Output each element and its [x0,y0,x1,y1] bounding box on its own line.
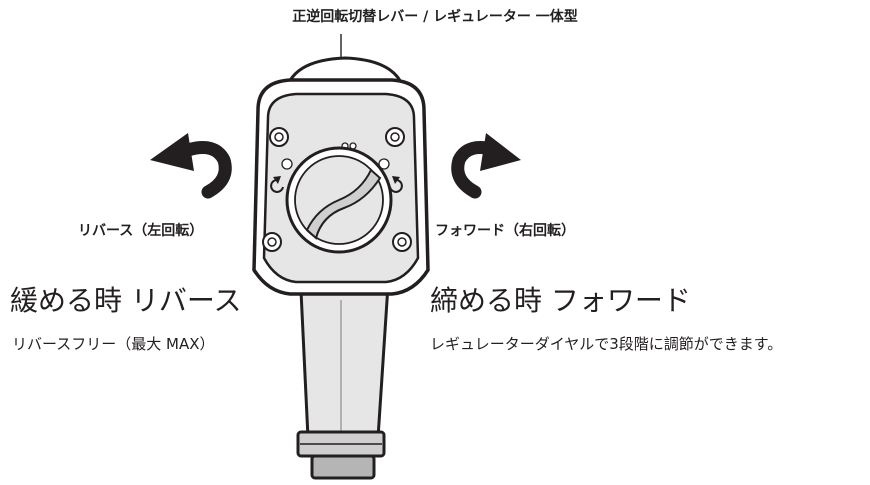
screw-icon [392,232,412,252]
counterclockwise-arrow-icon [150,133,232,199]
reverse-rotation-label: リバース（左回転） [78,223,204,239]
diagram-title: 正逆回転切替レバー / レギュレーター 一体型 [292,9,578,25]
forward-rotation-label: フォワード（右回転） [435,223,575,239]
selector-lever [305,168,382,240]
screw-icon [262,232,282,252]
indicator-dot [378,158,390,170]
reverse-heading: 緩める時 リバース [10,284,242,317]
forward-mark-head [392,176,400,184]
indicator-dot [281,158,293,170]
reverse-mark-head [273,176,281,184]
forward-description: レギュレーターダイヤルで3段階に調節ができます。 [430,335,783,353]
air-inlet-lower [310,454,376,480]
screw-icon [269,127,289,147]
screw-icon [385,127,405,147]
reverse-description: リバースフリー（最大 MAX） [12,335,215,353]
forward-heading: 締める時 フォワード [430,284,691,317]
clockwise-arrow-icon [451,133,521,199]
reverse-mark-icon [270,178,284,193]
